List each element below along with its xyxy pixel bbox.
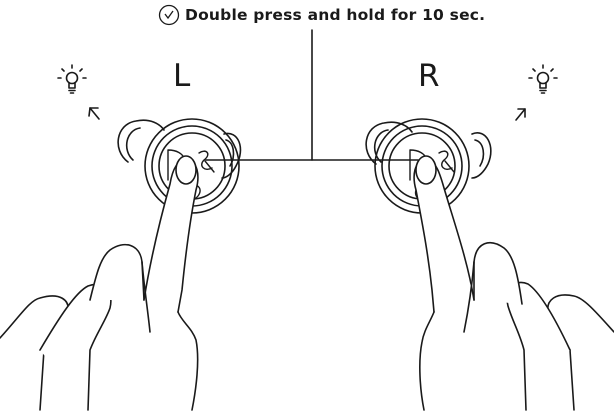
left-hand <box>0 155 199 411</box>
arrow-up-right-icon <box>515 108 526 121</box>
arrow-up-left-icon <box>88 107 100 120</box>
caption-text: Double press and hold for 10 sec. <box>185 6 486 24</box>
clock-icon <box>158 4 180 26</box>
lightbulb-icon <box>528 64 558 94</box>
left-earbud-label: L <box>173 58 191 94</box>
right-earbud-label: R <box>418 58 440 94</box>
lightbulb-icon <box>57 64 87 94</box>
right-hand <box>413 155 614 411</box>
instruction-caption: Double press and hold for 10 sec. <box>158 3 485 27</box>
